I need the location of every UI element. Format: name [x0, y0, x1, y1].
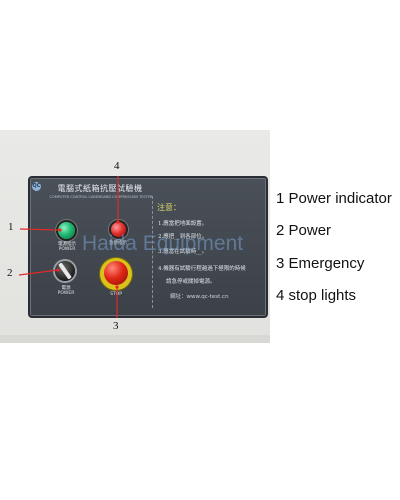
callout-number-2: 2: [7, 267, 13, 279]
notice-line-3: 3.應當在試驗時__。: [158, 249, 208, 255]
watermark: Haida Equipment: [82, 232, 244, 255]
notice-heading: 注意：: [157, 203, 181, 212]
notice-box: [152, 196, 261, 308]
stop-light-label: 急停指示: [109, 241, 127, 246]
legend-item-stop-lights: 4 stop lights: [276, 287, 357, 304]
leader-dot-4: [116, 220, 120, 224]
notice-url: 網址：www.qc-test.cn: [170, 294, 229, 300]
leader-line-1: [19, 228, 61, 231]
control-panel: [28, 176, 268, 318]
leader-line-2: [18, 269, 59, 276]
leader-dot-3: [115, 285, 119, 289]
emergency-stop-button[interactable]: [104, 261, 128, 285]
legend-item-power-indicator: 1 Power indicator: [276, 190, 392, 207]
leader-dot-2: [56, 268, 60, 272]
power-indicator-lamp: [58, 222, 75, 239]
emergency-stop-label: STOP: [110, 292, 122, 297]
stop-light-lamp: [111, 222, 126, 237]
notice-line-4: 4.機器有試驗行程越過下極限的時候: [158, 266, 246, 272]
brand-logo-icon: QC: [32, 182, 41, 191]
callout-number-4: 4: [114, 160, 120, 172]
machine-housing-base: [0, 335, 270, 343]
callout-number-1: 1: [8, 221, 14, 233]
notice-line-2: 2.應把__到各部位。: [158, 234, 208, 240]
panel-subtitle: COMPUTER CONTROL CARDBOARD COMPRESSION T…: [49, 195, 153, 199]
legend-item-power: 2 Power: [276, 222, 332, 239]
panel-title: 電腦式紙箱抗壓試驗機: [57, 184, 143, 193]
notice-line-5: 請急停或關掉電源。: [166, 279, 216, 285]
notice-line-1: 1.應當把地面設置。: [158, 221, 208, 227]
leader-dot-1: [58, 228, 62, 232]
legend-item-emergency: 3 Emergency: [276, 255, 365, 272]
callout-number-3: 3: [113, 320, 119, 332]
